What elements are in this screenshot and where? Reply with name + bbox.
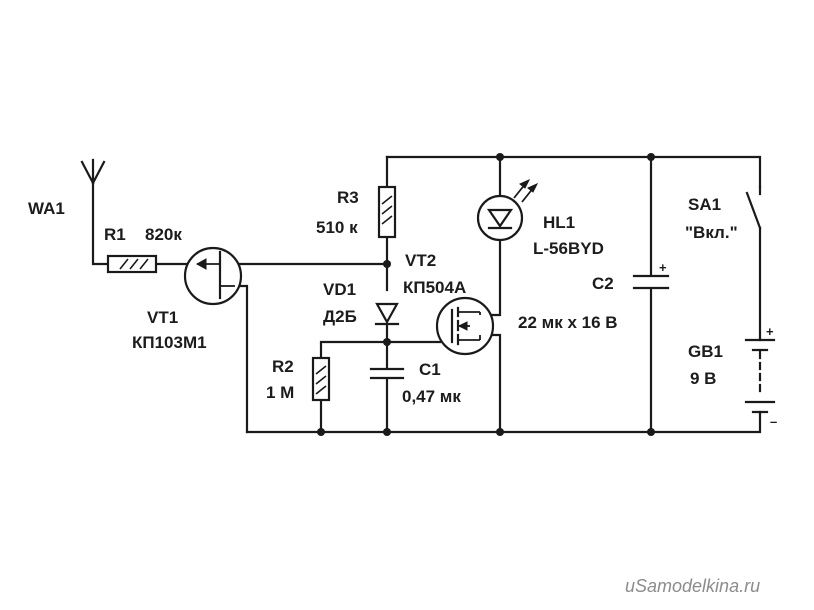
antenna-wa1-symbol bbox=[80, 158, 106, 185]
r1-value: 820к bbox=[145, 225, 182, 244]
gb1-value: 9 В bbox=[690, 369, 716, 388]
gb1-minus-sign: – bbox=[770, 414, 777, 429]
resistor-r1-symbol bbox=[106, 254, 158, 274]
watermark-text: uSamodelkina.ru bbox=[625, 576, 760, 596]
capacitor-c1-symbol bbox=[369, 367, 405, 380]
r1-label: R1 bbox=[104, 225, 126, 244]
r2-label: R2 bbox=[272, 357, 294, 376]
c1-value: 0,47 мк bbox=[402, 387, 461, 406]
c1-label: C1 bbox=[419, 360, 441, 379]
transistor-vt2-symbol bbox=[435, 296, 495, 356]
battery-gb1-symbol bbox=[744, 338, 776, 414]
r3-value: 510 к bbox=[316, 218, 358, 237]
transistor-vt1-symbol bbox=[183, 246, 243, 306]
c2-value: 22 мк x 16 В bbox=[518, 313, 618, 332]
r2-value: 1 М bbox=[266, 383, 294, 402]
vd1-label: VD1 bbox=[323, 280, 356, 299]
c2-label: C2 bbox=[592, 274, 614, 293]
gb1-plus-sign: + bbox=[766, 324, 774, 339]
sa1-caption: "Вкл." bbox=[685, 223, 738, 242]
vt1-label: VT1 bbox=[147, 308, 178, 327]
resistor-r2-symbol bbox=[311, 356, 331, 402]
hl1-type: L-56BYD bbox=[533, 239, 604, 258]
diode-vd1-symbol bbox=[374, 302, 400, 326]
vd1-type: Д2Б bbox=[323, 307, 357, 326]
switch-sa1-symbol bbox=[745, 185, 762, 230]
gb1-label: GB1 bbox=[688, 342, 723, 361]
capacitor-c2-symbol bbox=[632, 274, 670, 290]
hl1-label: HL1 bbox=[543, 213, 575, 232]
vt2-label: VT2 bbox=[405, 251, 436, 270]
vt2-type: КП504А bbox=[403, 278, 466, 297]
junction-dots bbox=[317, 153, 655, 436]
resistor-r3-symbol bbox=[377, 185, 397, 239]
sa1-label: SA1 bbox=[688, 195, 721, 214]
vt1-type: КП103М1 bbox=[132, 333, 207, 352]
c2-plus-sign: + bbox=[659, 260, 667, 275]
led-hl1-symbol bbox=[476, 178, 539, 242]
wa1-label: WA1 bbox=[28, 199, 65, 218]
r3-label: R3 bbox=[337, 188, 359, 207]
